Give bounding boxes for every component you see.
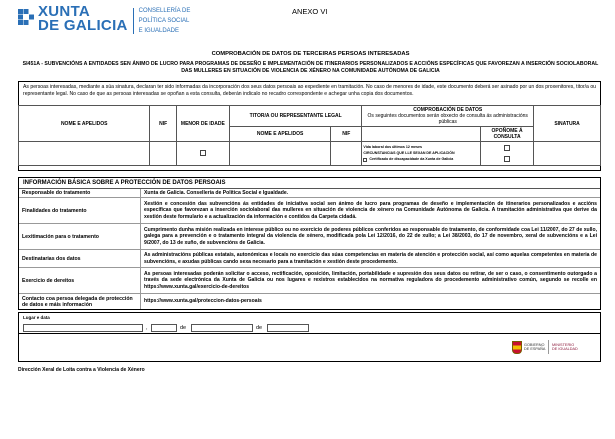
info-label: Exercicio de dereitos	[19, 268, 141, 293]
tutor-nif-cell[interactable]	[330, 141, 363, 166]
xunta-logo: XUNTA DE GALICIA CONSELLERÍA DE POLÍTICA…	[18, 3, 191, 35]
document-title: COMPROBACIÓN DE DATOS DE TERCEIRAS PERSO…	[211, 51, 410, 57]
annex-label: ANEXO VI	[292, 7, 328, 16]
info-value: https://www.xunta.gal/proteccion-datos-p…	[144, 298, 262, 305]
info-row-responsible: Responsable do tratamento Xunta de Galic…	[19, 189, 600, 198]
footer-text: Dirección Xeral de Loita contra a Violen…	[18, 367, 145, 373]
minor-cell	[175, 141, 230, 166]
info-row-contact: Contacto coa persoa delegada de protecci…	[19, 294, 600, 309]
options-cell: Vida laboral dos últimos 12 meses CIRCUN…	[361, 141, 482, 166]
day-field[interactable]	[151, 324, 177, 332]
col-sign-header: SINATURA	[533, 105, 601, 142]
place-field[interactable]	[23, 324, 143, 332]
col-check-header: COMPROBACIÓN DE DATOS Os seguintes docum…	[361, 105, 535, 127]
signature-area	[18, 334, 601, 362]
data-protection-title: INFORMACIÓN BÁSICA SOBRE A PROTECCIÓN DE…	[19, 178, 600, 189]
place-date-label: Lugar e data	[23, 315, 50, 320]
ministerio-line-1: MINISTERIO	[552, 342, 575, 347]
gobierno-text: GOBIERNO DE ESPAÑA	[524, 343, 545, 352]
info-value: Xestión e concesión das subvencións ás e…	[144, 201, 597, 220]
oppose-cell	[480, 141, 535, 166]
date-separator-comma: ,	[146, 325, 148, 331]
logo-divider	[132, 8, 134, 34]
info-value: Cumprimento dunha misión realizada en in…	[144, 227, 597, 246]
option-label-3: Certificado de discapacidade da Xunta de…	[369, 157, 454, 161]
col-tutor-header: TITOR/A OU REPRESENTANTE LEGAL	[228, 105, 363, 127]
month-field[interactable]	[191, 324, 253, 332]
place-date-section: Lugar e data , de de	[18, 312, 601, 334]
consult-table: NOME E APELIDOS NIF MENOR DE IDADE TITOR…	[17, 105, 601, 166]
col-tutor-name-header: NOME E APELIDOS	[228, 126, 332, 142]
logo-text-2: DE GALICIA	[38, 17, 128, 34]
ministerio-text: MINISTERIO DE IGUALDAD	[552, 343, 578, 352]
minor-checkbox[interactable]	[199, 150, 206, 157]
info-value: Xunta de Galicia. Consellería de Polític…	[144, 189, 289, 196]
spain-shield-icon	[512, 340, 522, 354]
info-label: Contacto coa persoa delegada de protecci…	[19, 294, 141, 309]
info-label: Destinatarias dos datos	[19, 250, 141, 267]
date-separator-de-2: de	[256, 325, 263, 331]
signature-cell[interactable]	[533, 141, 601, 166]
subtitle-line-2: DAS MULLERES EN SITUACIÓN DE VIOLENCIA D…	[181, 68, 440, 74]
tutor-name-cell[interactable]	[228, 141, 332, 166]
info-row-legitimation: Lexitimación para o tratamento Cumprimen…	[19, 224, 600, 250]
col-check-title: COMPROBACIÓN DE DATOS	[413, 107, 483, 113]
col-nif-header: NIF	[149, 105, 177, 142]
col-oppose-header: OPOÑOME Á CONSULTA	[480, 126, 535, 142]
ministerio-line-2: DE IGUALDAD	[552, 347, 578, 351]
option-line-3: Certificado de discapacidade da Xunta de…	[363, 157, 479, 163]
option-line-1: Vida laboral dos últimos 12 meses	[363, 145, 479, 151]
gobierno-divider	[548, 340, 550, 354]
gobierno-logo: GOBIERNO DE ESPAÑA MINISTERIO DE IGUALDA…	[512, 340, 578, 354]
xunta-cross-icon	[18, 9, 34, 25]
col-name-header: NOME E APELIDOS	[17, 105, 151, 142]
info-label: Finalidades do tratamento	[19, 198, 141, 223]
info-row-recipients: Destinatarias dos datos As administració…	[19, 250, 600, 268]
date-separator-de-1: de	[180, 325, 187, 331]
col-check-blank	[361, 126, 482, 142]
gobierno-line-1: GOBIERNO	[524, 342, 545, 347]
gobierno-line-2: DE ESPAÑA	[524, 347, 546, 351]
info-label: Lexitimación para o tratamento	[19, 224, 141, 249]
conselleria-line-2: POLÍTICA SOCIAL	[138, 18, 190, 24]
col-minor-header: MENOR DE IDADE	[175, 105, 230, 142]
oppose-checkbox-1[interactable]	[504, 144, 511, 151]
conselleria-line-3: E IGUALDADE	[138, 28, 180, 34]
info-value: As persoas interesadas poderán solicitar…	[144, 271, 597, 290]
option-label-1: Vida laboral dos últimos 12 meses	[363, 145, 423, 149]
subtitle-line-1: SI451A - SUBVENCIÓNS A ENTIDADES SEN ÁNI…	[22, 61, 599, 67]
nif-cell[interactable]	[149, 141, 177, 166]
name-cell[interactable]	[17, 141, 151, 166]
info-value: As administracións públicas estatais, au…	[144, 252, 597, 265]
header: XUNTA DE GALICIA CONSELLERÍA DE POLÍTICA…	[18, 3, 603, 51]
info-label: Responsable do tratamento	[19, 189, 141, 197]
document-subtitle: SI451A - SUBVENCIÓNS A ENTIDADES SEN ÁNI…	[18, 61, 603, 75]
logo-text-1: XUNTA	[38, 3, 91, 20]
data-protection-section: INFORMACIÓN BÁSICA SOBRE A PROTECCIÓN DE…	[18, 177, 601, 310]
intro-text: As persoas interesadas, mediante a súa s…	[23, 84, 596, 97]
option-label-2: CIRCUNSTANCIAS QUE LLE SEXAN DE APLICACI…	[363, 151, 455, 155]
col-check-subtitle: Os seguintes documentos serán obxecto de…	[367, 113, 528, 125]
table-row: Vida laboral dos últimos 12 meses CIRCUN…	[17, 141, 601, 166]
option-3-checkbox[interactable]	[363, 157, 368, 162]
option-line-2: CIRCUNSTANCIAS QUE LLE SEXAN DE APLICACI…	[363, 151, 479, 157]
info-row-rights: Exercicio de dereitos As persoas interes…	[19, 268, 600, 294]
year-field[interactable]	[267, 324, 309, 332]
col-tutor-nif-header: NIF	[330, 126, 363, 142]
conselleria-line-1: CONSELLERÍA DE	[138, 8, 191, 14]
info-row-purposes: Finalidades do tratamento Xestión e conc…	[19, 198, 600, 224]
oppose-checkbox-2[interactable]	[504, 156, 511, 162]
